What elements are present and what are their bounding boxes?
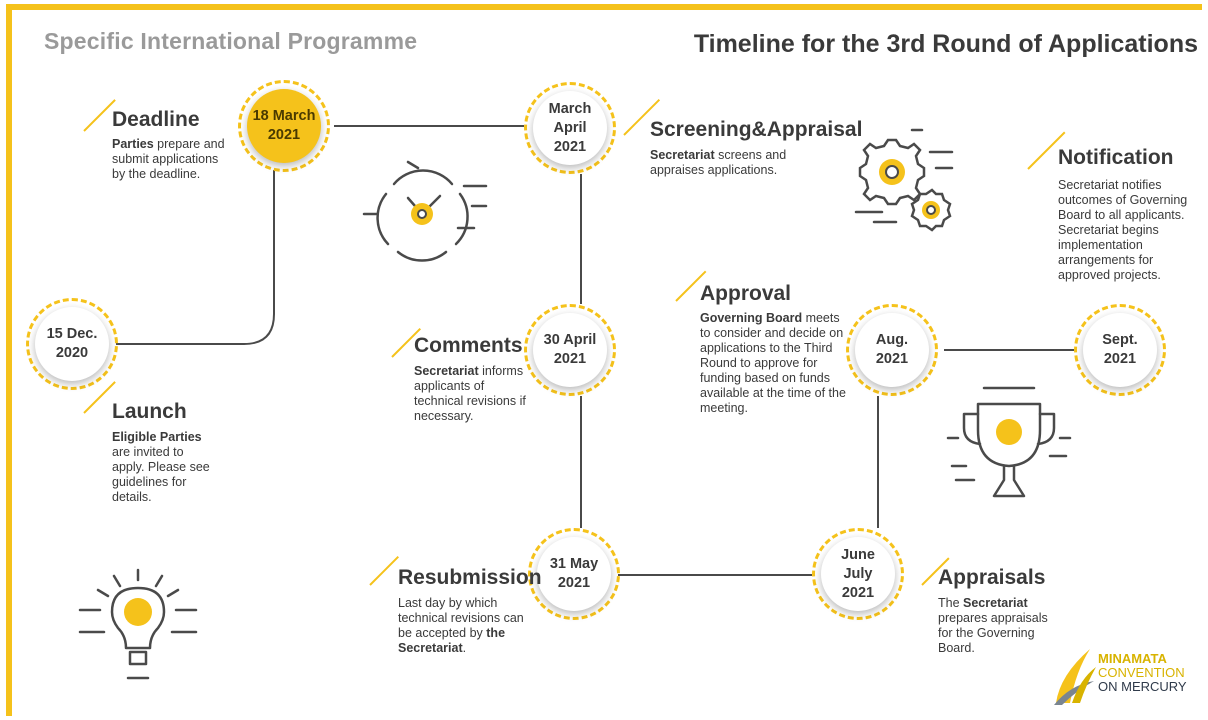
stage-desc-screening-bold: Secretariat — [650, 148, 715, 162]
minamata-logo-text: MINAMATA CONVENTION ON MERCURY — [1098, 652, 1187, 694]
stage-desc-appraisals-post: prepares appraisals for the Governing Bo… — [938, 611, 1048, 655]
stage-desc-approval-bold: Governing Board — [700, 311, 803, 325]
stage-desc-deadline-text: prepare and submit applications by the d… — [112, 137, 225, 181]
node-deadline-label: 18 March 2021 — [247, 89, 321, 163]
page-frame — [6, 4, 1202, 716]
stage-title-resubmission: Resubmission — [398, 566, 542, 589]
node-launch-label: 15 Dec. 2020 — [35, 307, 109, 381]
node-approval-label: Aug. 2021 — [855, 313, 929, 387]
stage-desc-appraisals-pre: The — [938, 596, 964, 610]
node-notification: Sept. 2021 — [1074, 304, 1166, 396]
stage-title-appraisals: Appraisals — [938, 566, 1046, 589]
stage-desc-deadline-bold: Parties — [112, 137, 154, 151]
stage-desc-comments: Secretariat informs applicants of techni… — [414, 364, 534, 424]
node-comments-label: 30 April 2021 — [533, 313, 607, 387]
minamata-logo-icon — [1054, 649, 1096, 705]
stage-desc-launch-bold: Eligible Parties — [112, 430, 202, 444]
stage-desc-comments-bold: Secretariat — [414, 364, 479, 378]
stage-desc-approval-text: meets to consider and decide on applicat… — [700, 311, 846, 415]
lightbulb-icon — [78, 568, 198, 680]
stage-desc-resubmission-post: . — [462, 641, 467, 655]
trophy-icon — [946, 386, 1072, 498]
connector-launch-deadline — [116, 170, 275, 345]
stage-desc-resubmission-pre: Last day by which technical revisions ca… — [398, 596, 524, 640]
stage-desc-notification: Secretariat notifies outcomes of Governi… — [1058, 178, 1188, 282]
stage-desc-screening: Secretariat screens and appraises applic… — [650, 148, 800, 178]
node-appraisals-label: June July 2021 — [821, 537, 895, 611]
stage-desc-resubmission: Last day by which technical revisions ca… — [398, 596, 528, 656]
node-resubmission: 31 May 2021 — [528, 528, 620, 620]
programme-title: Specific International Programme — [44, 28, 418, 54]
stage-desc-resubmission-bold: the Secretariat — [398, 626, 506, 655]
logo-line-3: ON MERCURY — [1098, 679, 1187, 694]
stage-desc-screening-text: screens and appraises applications. — [650, 148, 787, 177]
stage-desc-launch: Eligible Parties are invited to apply. P… — [112, 430, 216, 505]
timeline-title: Timeline for the 3rd Round of Applicatio… — [693, 30, 1198, 58]
node-launch: 15 Dec. 2020 — [26, 298, 118, 390]
node-notification-label: Sept. 2021 — [1083, 313, 1157, 387]
node-approval: Aug. 2021 — [846, 304, 938, 396]
stage-desc-approval: Governing Board meets to consider and de… — [700, 311, 846, 416]
node-appraisals: June July 2021 — [812, 528, 904, 620]
node-screening-label: March April 2021 — [533, 91, 607, 165]
node-screening: March April 2021 — [524, 82, 616, 174]
stage-title-notification: Notification — [1058, 146, 1174, 169]
clock-icon — [362, 160, 488, 262]
stage-desc-deadline: Parties prepare and submit applications … — [112, 137, 232, 182]
stage-desc-appraisals-bold: Secretariat — [963, 596, 1028, 610]
stage-desc-comments-text: informs applicants of technical revision… — [414, 364, 526, 423]
logo-line-1: MINAMATA — [1098, 651, 1167, 666]
node-comments: 30 April 2021 — [524, 304, 616, 396]
stage-desc-appraisals: The Secretariat prepares appraisals for … — [938, 596, 1056, 656]
gears-icon — [854, 128, 954, 232]
node-resubmission-label: 31 May 2021 — [537, 537, 611, 611]
stage-title-comments: Comments — [414, 334, 523, 357]
logo-line-2: CONVENTION — [1098, 665, 1185, 680]
stage-title-deadline: Deadline — [112, 108, 200, 131]
stage-title-launch: Launch — [112, 400, 187, 423]
stage-title-approval: Approval — [700, 282, 792, 305]
stage-title-screening: Screening&Appraisal — [650, 118, 863, 141]
node-deadline: 18 March 2021 — [238, 80, 330, 172]
stage-desc-launch-text: are invited to apply. Please see guideli… — [112, 445, 210, 504]
